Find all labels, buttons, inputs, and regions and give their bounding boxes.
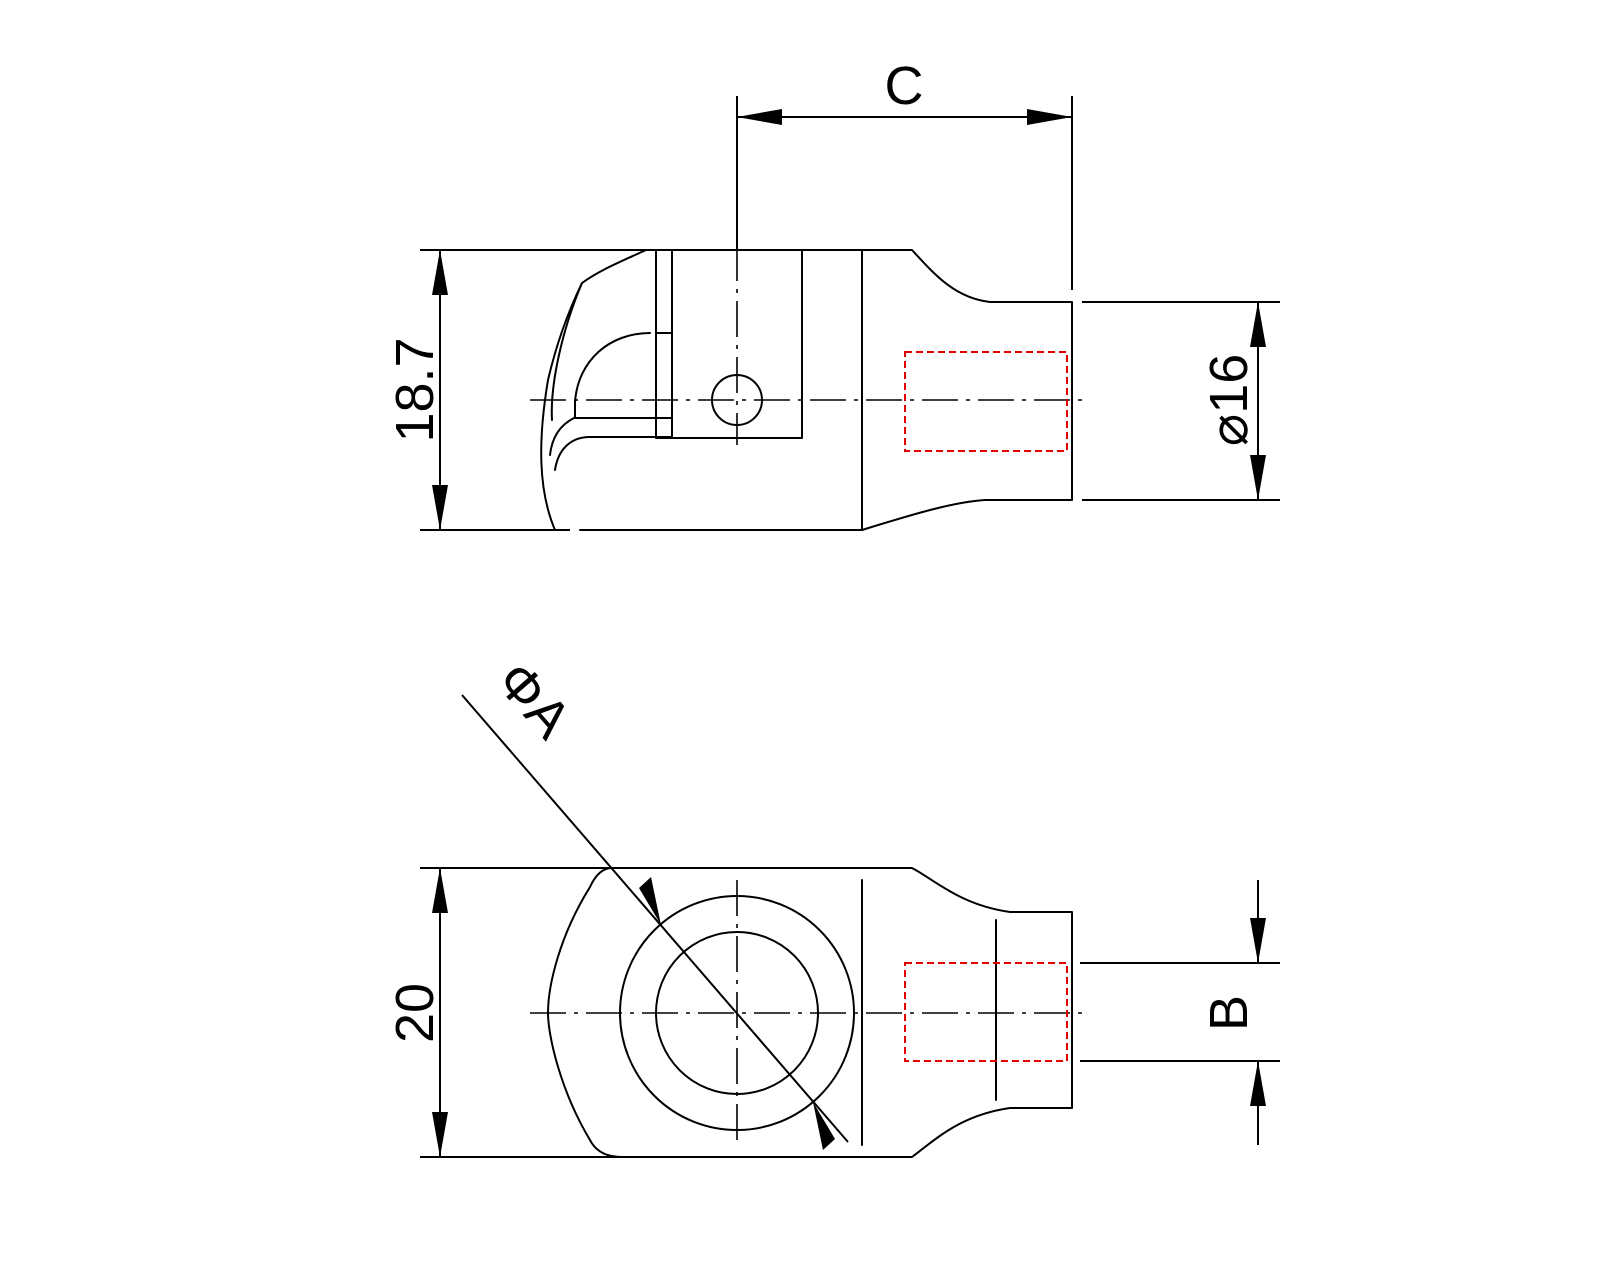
bottom-view-body-outline	[547, 867, 1073, 1158]
bottom-view: ΦA 20 B	[385, 651, 1280, 1158]
dim-a-arrow-bottom	[813, 1102, 835, 1150]
dim-18-7-label: 18.7	[385, 337, 445, 442]
top-view-slot	[574, 332, 673, 419]
dim-16-arrow-top	[1250, 302, 1266, 347]
dim-16-arrow-bottom	[1250, 455, 1266, 500]
dim-16-label: ⌀16	[1199, 354, 1259, 447]
bottom-view-hidden-thread	[904, 962, 1068, 1062]
top-view-hidden-thread	[904, 351, 1068, 452]
dim-b-label: B	[1199, 995, 1259, 1031]
dim-c-arrow-right	[1027, 109, 1072, 125]
top-view: C 18.7 ⌀16	[385, 56, 1280, 531]
dim-c-arrow-left	[737, 109, 782, 125]
top-view-body-outline	[540, 249, 1073, 531]
top-view-pin-block-outer	[655, 249, 803, 439]
dim-b-arrow-bottom	[1250, 1061, 1266, 1106]
dim-a-leader	[461, 694, 849, 1143]
dim-20-arrow-bottom	[432, 1112, 448, 1157]
dim-a-arrow-top	[639, 877, 661, 925]
dim-b-arrow-top	[1250, 918, 1266, 963]
top-view-left-arc	[550, 282, 583, 421]
top-view-slot-lower	[554, 436, 673, 471]
top-view-slot-lower-2	[549, 417, 575, 456]
dim-18-7-arrow-top	[432, 250, 448, 295]
dim-20-arrow-top	[432, 868, 448, 913]
dim-c-label: C	[885, 56, 924, 116]
dim-18-7-arrow-bottom	[432, 485, 448, 530]
dim-20-label: 20	[385, 983, 445, 1043]
dim-a-label: ΦA	[485, 651, 582, 750]
